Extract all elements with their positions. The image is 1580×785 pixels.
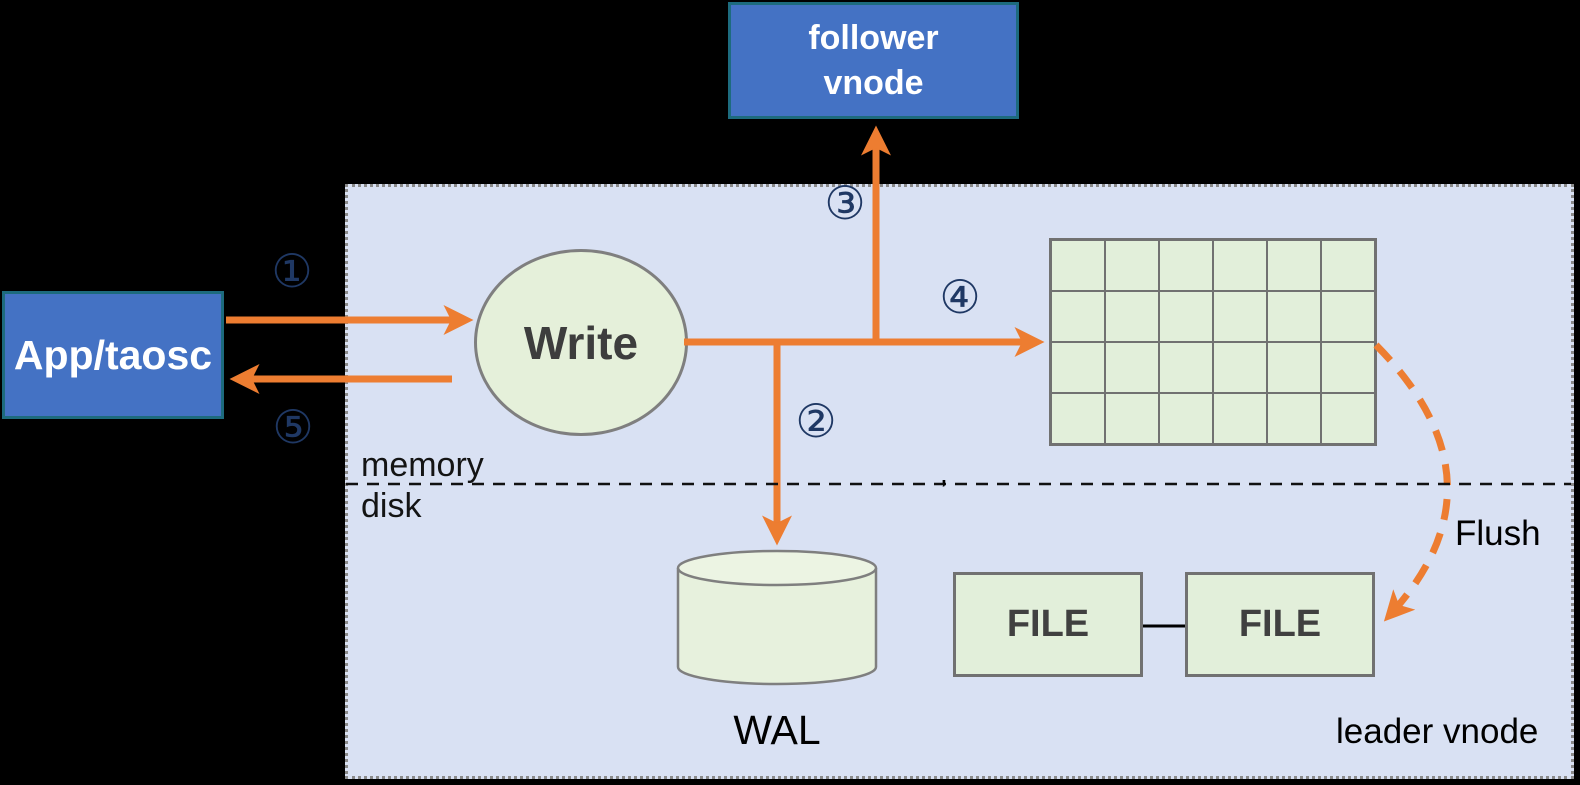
app-taosc-node: App/taosc <box>2 291 224 419</box>
leader-vnode-label: leader vnode <box>1336 712 1539 751</box>
file-node-1-label: FILE <box>1006 603 1090 645</box>
file-node-2: FILE <box>1185 572 1375 677</box>
memory-label: memory <box>361 446 484 484</box>
memtable-cell <box>1213 342 1267 393</box>
memtable-cell <box>1051 393 1105 444</box>
step-1-badge: ① <box>271 244 313 298</box>
memtable-cell <box>1267 393 1321 444</box>
follower-vnode-label-line1: follower <box>808 19 939 58</box>
memtable-cell <box>1213 393 1267 444</box>
memtable-cell <box>1105 393 1159 444</box>
memtable-cell <box>1159 393 1213 444</box>
memtable-cell <box>1321 240 1375 291</box>
stray-mark: , <box>940 458 948 489</box>
memtable-cell <box>1051 240 1105 291</box>
memtable-cell <box>1159 240 1213 291</box>
memtable-cell <box>1321 342 1375 393</box>
memtable-grid <box>1049 238 1377 446</box>
memtable-cell <box>1105 342 1159 393</box>
memtable-cell <box>1267 240 1321 291</box>
disk-label: disk <box>361 487 422 525</box>
file-node-1: FILE <box>953 572 1143 677</box>
memtable-cell <box>1321 291 1375 342</box>
memtable-cell <box>1267 342 1321 393</box>
memtable-cell <box>1051 291 1105 342</box>
app-taosc-label: App/taosc <box>13 331 213 378</box>
memtable-cell <box>1213 291 1267 342</box>
flush-label: Flush <box>1455 514 1541 553</box>
memtable-cell <box>1321 393 1375 444</box>
memtable-cell <box>1105 240 1159 291</box>
step-5-badge: ⑤ <box>272 400 314 454</box>
memtable-cell <box>1051 342 1105 393</box>
follower-vnode-node: follower vnode <box>728 2 1019 119</box>
step-2-badge: ② <box>795 394 837 448</box>
memtable-cell <box>1159 342 1213 393</box>
write-node-label: Write <box>523 316 639 369</box>
wal-label: WAL <box>733 707 821 753</box>
file-node-2-label: FILE <box>1238 603 1322 645</box>
write-node: Write <box>474 249 688 436</box>
memtable-cell <box>1267 291 1321 342</box>
memtable-cell <box>1105 291 1159 342</box>
wal-cylinder <box>676 549 878 686</box>
memtable-cell <box>1213 240 1267 291</box>
step-4-badge: ④ <box>939 270 981 324</box>
memtable-cell <box>1159 291 1213 342</box>
follower-vnode-label-line2: vnode <box>823 63 924 102</box>
step-3-badge: ③ <box>824 176 866 230</box>
